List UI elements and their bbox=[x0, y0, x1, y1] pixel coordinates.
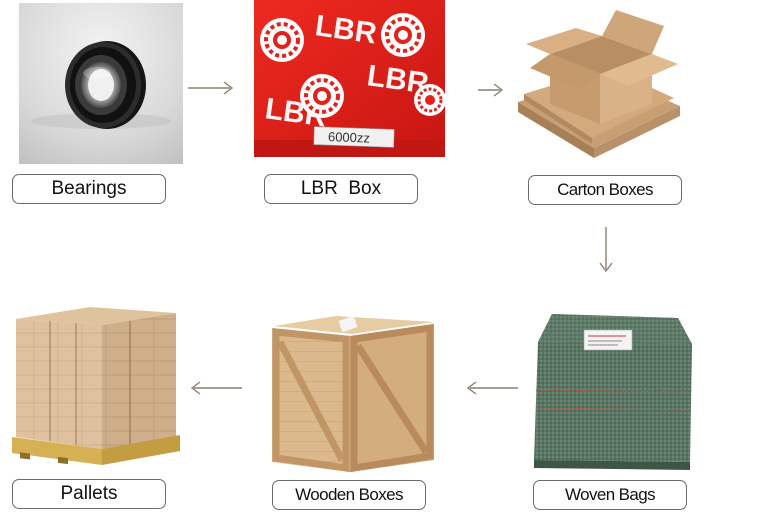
arrow-icon bbox=[466, 381, 518, 395]
pallets-label-text: Pallets bbox=[60, 483, 118, 504]
step-label-lbr-box: LBR Box bbox=[264, 174, 418, 204]
step-label-pallets: Pallets bbox=[12, 479, 166, 509]
arrow-icon bbox=[190, 381, 242, 395]
step-label-bearings: Bearings bbox=[12, 174, 166, 204]
wooden-boxes-photo bbox=[266, 312, 436, 474]
step-label-woven-bags: Woven Bags bbox=[533, 480, 687, 510]
arrow-icon bbox=[599, 227, 613, 273]
lbr-box-label-text: LBR Box bbox=[300, 178, 382, 199]
arrow-icon bbox=[188, 81, 234, 95]
woven-bags-label-text: Woven Bags bbox=[564, 485, 656, 504]
step-label-carton-boxes: Carton Boxes bbox=[528, 175, 682, 205]
arrow-icon bbox=[478, 83, 504, 97]
woven-bags-photo bbox=[528, 312, 694, 472]
step-label-wooden-boxes: Wooden Boxes bbox=[272, 480, 426, 510]
pallets-photo bbox=[10, 305, 182, 473]
lbr-box-photo: LBR LBR LBR 6000zz bbox=[254, 0, 445, 157]
bearings-label-text: Bearings bbox=[51, 178, 127, 199]
carton-boxes-photo bbox=[512, 6, 684, 164]
wooden-boxes-label-text: Wooden Boxes bbox=[295, 485, 403, 504]
lbr-sticker-text: 6000zz bbox=[328, 129, 370, 145]
bearing-photo bbox=[19, 3, 183, 164]
carton-boxes-label-text: Carton Boxes bbox=[557, 180, 653, 199]
